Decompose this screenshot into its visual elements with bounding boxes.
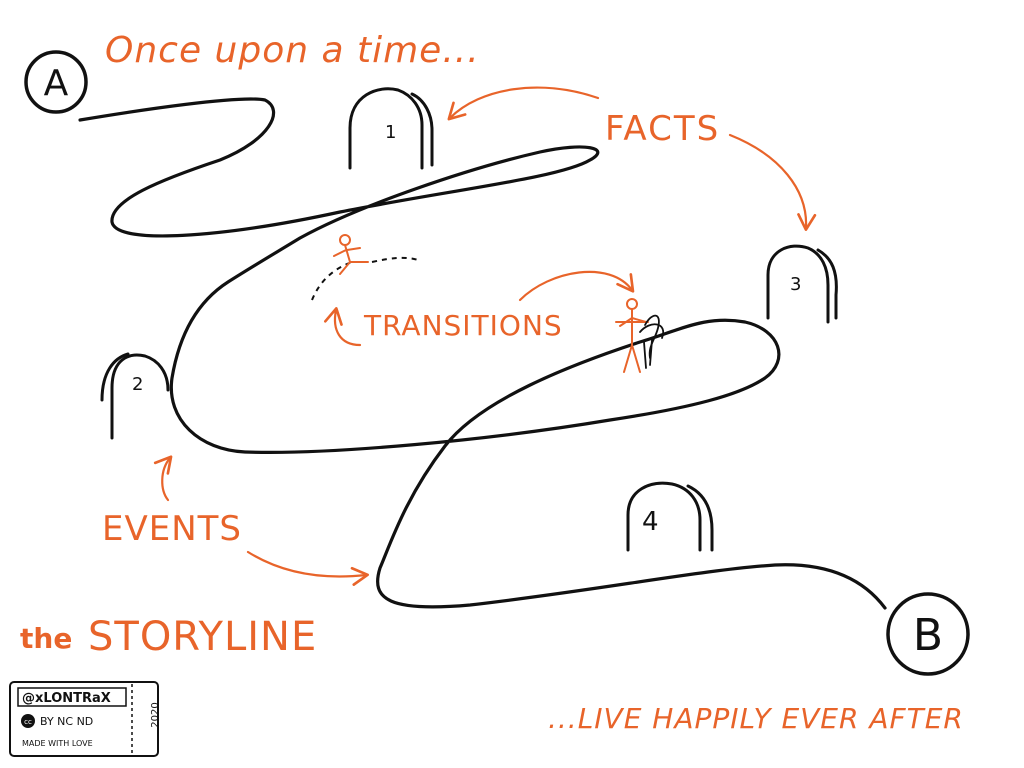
badge-tagline: MADE WITH LOVE	[22, 739, 93, 748]
facts-arrow-to-3	[728, 133, 817, 231]
events-arrow-right	[246, 550, 369, 586]
facts-arrow-to-1	[447, 86, 600, 121]
badge-year: 2020	[150, 702, 161, 727]
facts-label: FACTS	[605, 109, 720, 149]
knot-rope-icon	[639, 314, 665, 369]
storyline-path	[78, 97, 887, 610]
badge-handle: @xLONTRaX	[22, 691, 111, 706]
title-prefix: the	[20, 622, 72, 655]
footer-text: ...LIVE HAPPILY EVER AFTER	[548, 702, 964, 735]
credit-badge: @xLONTRaX cc BY NC ND MADE WITH LOVE 202…	[9, 681, 161, 757]
end-node-label: B	[913, 610, 943, 661]
events-label: EVENTS	[102, 509, 242, 549]
heading-once-upon: Once upon a time...	[105, 30, 480, 71]
milestone-2: 2	[100, 352, 170, 440]
transitions-arrow-up	[324, 307, 362, 347]
milestone-3-label: 3	[790, 274, 801, 295]
milestone-2-label: 2	[132, 374, 143, 395]
cc-icon-text: cc	[24, 718, 32, 726]
cc-icon	[21, 714, 35, 728]
start-node: A	[24, 50, 88, 114]
start-node-label: A	[44, 63, 69, 104]
milestone-1: 1	[348, 87, 434, 170]
milestone-1-label: 1	[385, 122, 396, 143]
events-arrow-up	[153, 455, 173, 502]
jumping-figure-icon	[333, 234, 369, 275]
milestone-3: 3	[766, 244, 838, 324]
milestone-4-label: 4	[642, 507, 659, 537]
end-node: B	[886, 592, 970, 676]
transitions-label: TRANSITIONS	[363, 309, 563, 342]
title-main: STORYLINE	[88, 614, 317, 660]
knot-figure-icon	[615, 298, 649, 373]
milestone-4: 4	[626, 481, 714, 552]
transition-jump	[311, 256, 419, 301]
transitions-arrow-right	[518, 270, 635, 302]
badge-license: BY NC ND	[40, 715, 93, 728]
